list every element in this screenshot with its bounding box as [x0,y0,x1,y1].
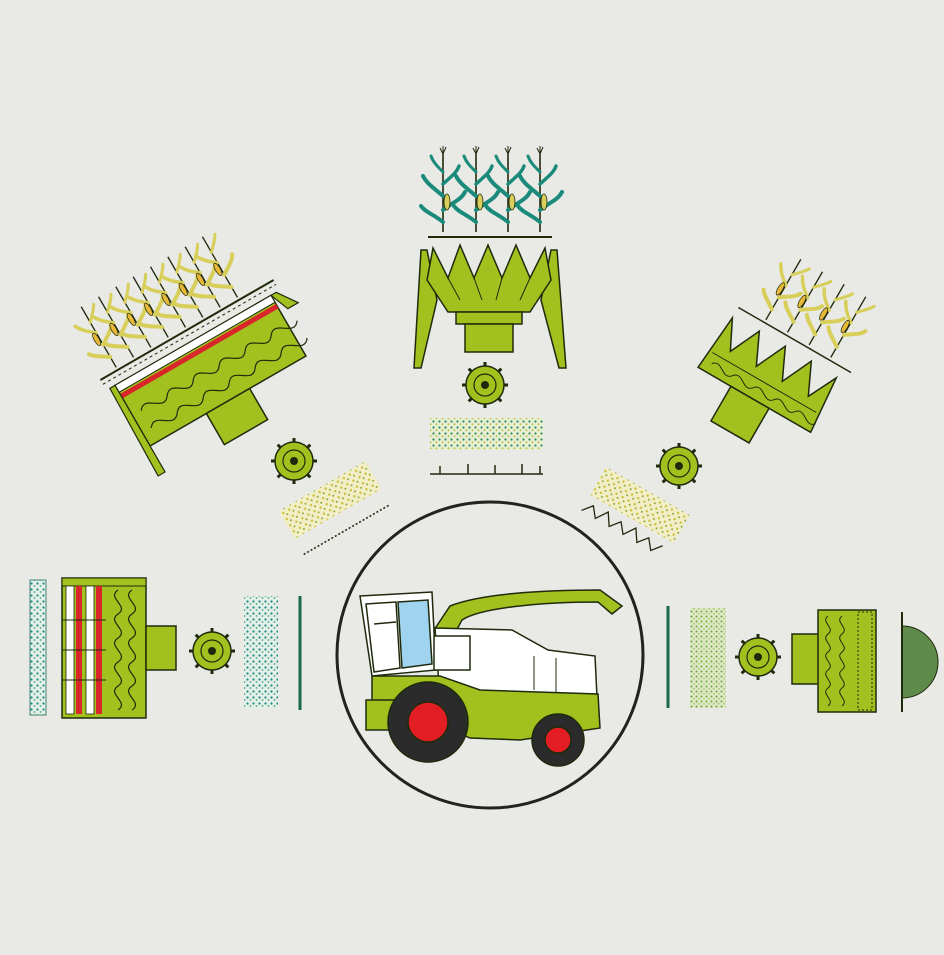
grass-windrow-left [29,579,47,716]
chopper-drum-left-icon [187,626,237,676]
forage-harvester-icon [359,589,624,767]
chopped-crop-right [690,608,726,708]
chopped-crop-upper-left [278,461,391,556]
cutter-bar-header-icon [64,226,308,477]
mower-header-left-group [29,577,302,719]
maize-plants-icon [419,144,564,238]
reel-header-icon [61,577,177,719]
forage-harvester-group [335,500,645,810]
chopper-drum-right-icon [733,632,783,682]
chopped-crop-upper-right [581,467,690,552]
pickup-header-right-group [666,606,939,713]
stubble-top [430,464,543,475]
chopper-drum-upper-right-icon [654,441,704,491]
grass-swath-right [901,625,939,699]
corn-header-icon [696,248,883,444]
chopped-crop-top [430,418,543,450]
chopper-drum-upper-left-icon [269,436,319,486]
corn-header-upper-right-group [581,248,883,552]
corn-header-icon [413,242,567,369]
chopped-crop-left [244,596,278,708]
harvester-circle [335,500,645,810]
pickup-header-icon [791,609,877,713]
pickup-header-upper-left-group [64,226,391,556]
maize-header-top-group [413,144,567,475]
chopper-drum-top-icon [460,360,510,410]
